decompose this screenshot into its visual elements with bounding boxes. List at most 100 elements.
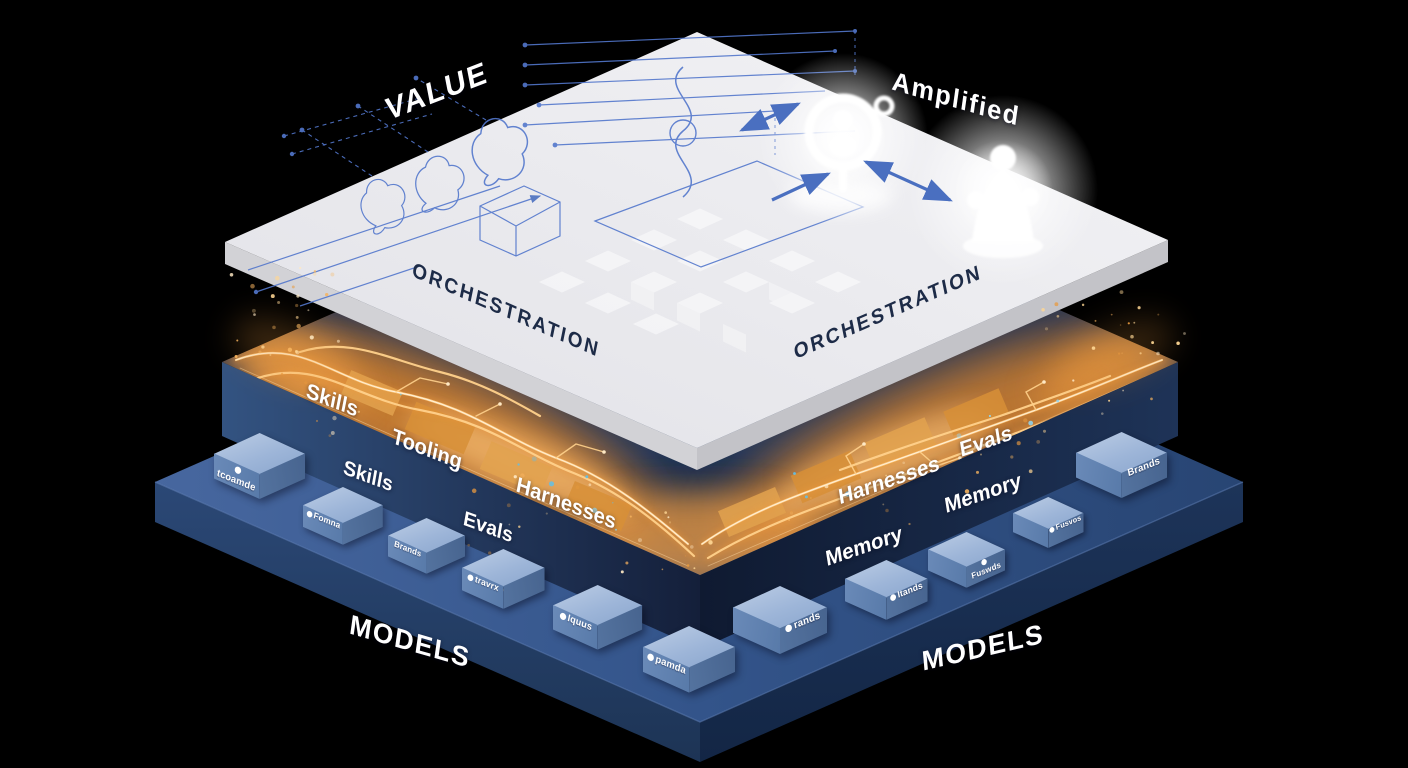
sparkle-dot — [1151, 341, 1155, 345]
orange-spill-left — [233, 317, 337, 383]
sparkle-dot — [790, 510, 793, 513]
sparkle-dot — [684, 555, 687, 557]
sparkle-dot — [885, 508, 889, 513]
sparkle-dot — [1133, 321, 1136, 324]
capability-front-left-face — [222, 362, 700, 649]
sparkle-dot — [980, 453, 982, 456]
sparkle-dot — [1150, 397, 1153, 401]
flow-arrows — [739, 102, 953, 202]
vendor-box: tcoamde — [214, 433, 306, 501]
sparkle-dot — [1183, 332, 1186, 335]
models-platform-front-right-face — [700, 482, 1243, 762]
sparkle-dot — [330, 272, 335, 277]
vendor-box: Fomna — [303, 487, 383, 547]
sparkle-dot — [296, 323, 301, 329]
sparkle-dot — [531, 456, 537, 462]
sparkle-dot — [269, 354, 272, 356]
sparkle-dot — [325, 292, 329, 297]
sparkle-dot — [964, 489, 970, 494]
sparkle-dot — [1028, 469, 1033, 474]
vendor-box: Itands — [845, 560, 928, 622]
orange-spill-right — [1061, 318, 1175, 386]
sparkle-dot — [526, 482, 531, 487]
sparkle-dot — [1130, 334, 1134, 339]
sparkle-dot — [253, 313, 256, 316]
sparkle-dot — [1041, 308, 1045, 312]
sparkle-dot — [1119, 290, 1124, 295]
sparkle-dot — [629, 515, 632, 518]
sparkle-dot — [793, 472, 796, 475]
sparkle-dot — [313, 272, 317, 276]
sparkle-dot — [328, 434, 332, 437]
vendor-box: pamda — [643, 626, 736, 695]
sparkle-dot — [517, 463, 520, 466]
sparkle-dot — [668, 521, 672, 524]
brand-logo-icon — [784, 623, 793, 633]
sparkle-dot — [885, 474, 888, 477]
sparkle-dot — [336, 339, 340, 343]
vendor-box: Fuswds — [928, 532, 1006, 589]
sparkle-dot — [295, 303, 299, 308]
sparkle-dot — [586, 504, 588, 507]
capability-front-right-face — [700, 362, 1178, 649]
slab-mosaic-watermark — [539, 208, 861, 353]
sparkle-dot — [827, 557, 831, 561]
sparkle-dot — [708, 540, 713, 545]
sparkle-dot — [804, 495, 808, 499]
sparkle-dot — [332, 415, 337, 421]
sparkle-dot — [975, 470, 980, 474]
sparkle-dot — [258, 350, 262, 354]
sparkle-dot — [467, 543, 470, 547]
sparkle-dot — [956, 433, 962, 439]
sparkle-dot — [1137, 306, 1141, 310]
sparkle-dot — [488, 551, 492, 555]
sparkle-dot — [607, 520, 609, 523]
sparkle-dot — [1081, 303, 1085, 307]
brand-logo-icon — [233, 465, 242, 475]
sparkle-dot — [1016, 441, 1021, 446]
sparkle-dot — [272, 325, 276, 330]
sparkle-dot — [974, 444, 978, 449]
sparkle-dot — [625, 561, 629, 565]
sparkle-dot — [513, 475, 517, 479]
sparkle-dot — [1072, 379, 1075, 382]
sparkle-dot — [615, 528, 617, 531]
brand-logo-icon — [1049, 526, 1056, 534]
vendor-box: Brands — [388, 518, 466, 575]
sparkle-dot — [1127, 322, 1130, 325]
sparkle-dot — [471, 488, 477, 494]
sparkle-dot — [478, 520, 481, 523]
sparkle-dot — [1044, 327, 1049, 331]
sparkle-dot — [693, 567, 696, 570]
sparkle-dot — [291, 285, 295, 289]
sparkle-dot — [824, 484, 829, 489]
sparkle-dot — [1042, 429, 1047, 433]
brand-logo-icon — [889, 593, 897, 602]
sparkle-dot — [1056, 314, 1060, 318]
sparkle-dot — [667, 516, 670, 519]
sparkle-dot — [664, 511, 668, 514]
sparkle-dot — [1121, 352, 1123, 354]
sparkle-dot — [296, 294, 300, 298]
sparkle-dot — [304, 381, 308, 385]
sparkle-dot — [520, 473, 525, 478]
brand-logo-icon — [466, 573, 474, 582]
vendor-box: Brands — [1076, 432, 1168, 500]
sparkle-dot — [270, 294, 275, 299]
brand-logo-icon — [558, 611, 567, 621]
sparkle-dot — [575, 485, 580, 490]
sparkle-dot — [299, 266, 302, 270]
sparkle-dot — [610, 530, 613, 533]
sparkle-dot — [612, 502, 614, 504]
sparkle-dot — [261, 345, 265, 349]
brand-logo-icon — [646, 652, 655, 662]
slab-front-right-face — [697, 240, 1168, 470]
sparkle-dot — [506, 503, 511, 508]
sparkle-dot — [518, 525, 521, 529]
sparkle-dot — [1108, 399, 1111, 402]
slab-front-left-face — [225, 242, 697, 470]
sparkle-dot — [315, 419, 319, 423]
sparkle-dot — [1118, 352, 1121, 355]
